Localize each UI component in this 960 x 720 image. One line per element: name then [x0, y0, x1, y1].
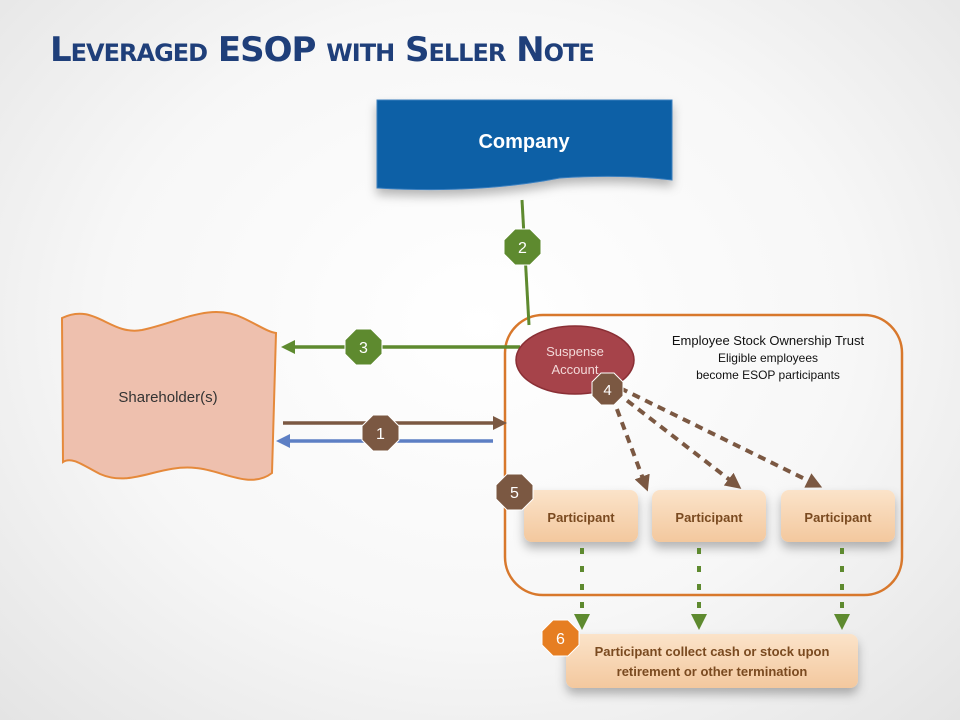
- arrow-step4-b: [614, 390, 742, 489]
- suspense-label-line1: Suspense: [546, 344, 604, 359]
- arrow-step4-a: [610, 395, 650, 492]
- step-badge-3: 3: [344, 328, 383, 366]
- company-label: Company: [478, 131, 570, 153]
- outcome-label-line2: retirement or other termination: [617, 664, 808, 679]
- step-badge-2: 2: [503, 228, 542, 266]
- step-badge-4: 4: [591, 372, 624, 406]
- svg-text:2: 2: [518, 240, 527, 257]
- trust-subtitle-line2: become ESOP participants: [696, 368, 840, 382]
- company-node: Company: [376, 99, 673, 191]
- participant-box-1: Participant: [524, 490, 638, 542]
- svg-text:4: 4: [603, 382, 611, 399]
- svg-text:6: 6: [556, 631, 565, 648]
- suspense-label-line2: Account: [552, 362, 599, 377]
- svg-text:1: 1: [376, 426, 385, 443]
- step-badge-1: 1: [361, 414, 400, 452]
- step-badge-6: 6: [541, 619, 580, 657]
- participant-box-3: Participant: [781, 490, 895, 542]
- outcome-label-line1: Participant collect cash or stock upon: [595, 644, 830, 659]
- trust-container: Employee Stock Ownership Trust Eligible …: [503, 313, 904, 597]
- participant-label-3: Participant: [804, 510, 872, 525]
- shareholder-node: Shareholder(s): [60, 310, 278, 481]
- shareholder-label: Shareholder(s): [118, 389, 217, 406]
- page-title: Leveraged ESOP with Seller Note: [50, 30, 595, 70]
- svg-text:3: 3: [359, 340, 368, 357]
- outcome-node: Participant collect cash or stock upon r…: [566, 634, 858, 688]
- svg-text:5: 5: [510, 485, 519, 502]
- participant-label-2: Participant: [675, 510, 743, 525]
- participant-label-1: Participant: [547, 510, 615, 525]
- participant-box-2: Participant: [652, 490, 766, 542]
- step-badge-5: 5: [495, 473, 534, 511]
- trust-title: Employee Stock Ownership Trust: [672, 333, 865, 348]
- trust-subtitle-line1: Eligible employees: [718, 351, 818, 365]
